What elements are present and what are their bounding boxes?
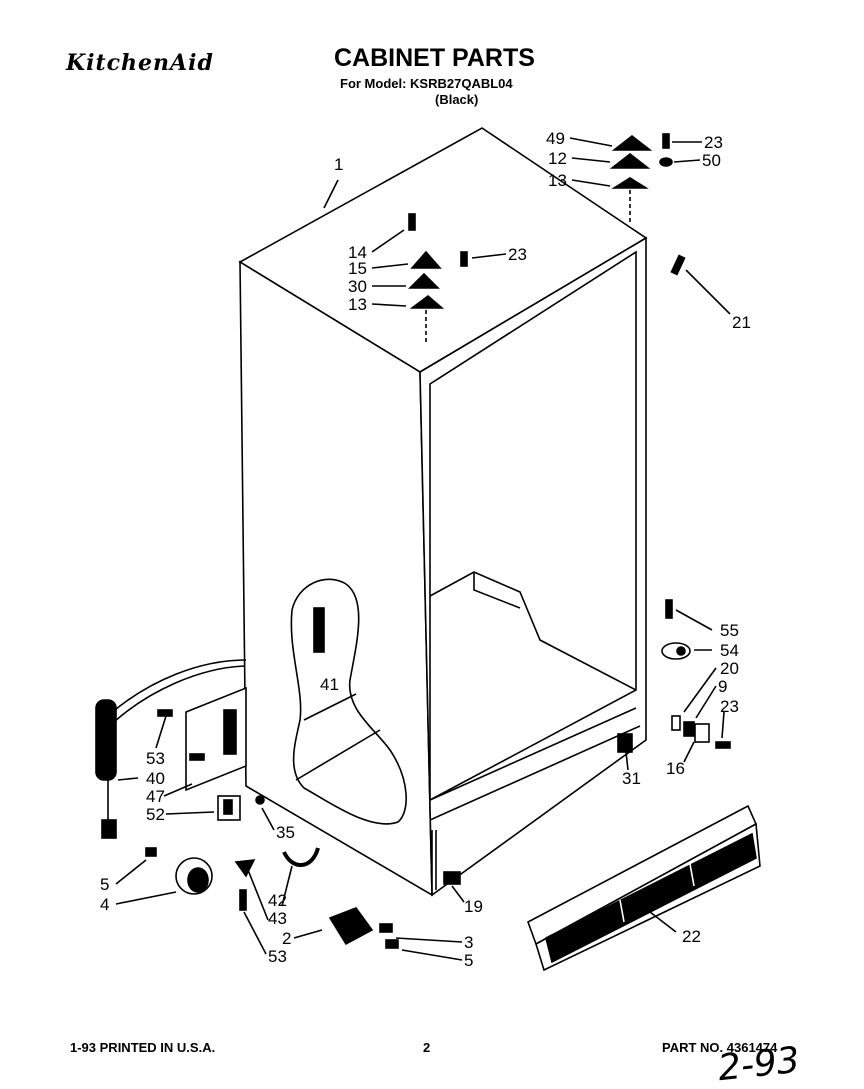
part-number: PART NO. 4361474 <box>662 1040 778 1055</box>
callout-14: 14 <box>348 243 367 262</box>
callout-9: 9 <box>718 677 727 696</box>
callout-12: 12 <box>548 149 567 168</box>
hinge-parts <box>408 133 673 344</box>
page-number: 2 <box>423 1040 431 1055</box>
side-panel-cutaway <box>290 578 407 825</box>
callout-5b: 5 <box>464 951 473 970</box>
printed-note: 1-93 PRINTED IN U.S.A. <box>70 1040 216 1055</box>
callout-42: 42 <box>268 891 287 910</box>
callout-53: 53 <box>146 749 165 768</box>
callout-23: 23 <box>704 133 723 152</box>
callout-20: 20 <box>720 659 739 678</box>
callout-13b: 13 <box>348 295 367 314</box>
callout-49: 49 <box>546 129 565 148</box>
handwritten-note: 2-93 <box>716 1039 802 1089</box>
callout-31: 31 <box>622 769 641 788</box>
right-side-parts <box>443 254 731 885</box>
color-line: (Black) <box>435 92 479 107</box>
callout-22: 22 <box>682 927 701 946</box>
callout-3: 3 <box>464 933 473 952</box>
cabinet-body <box>238 127 648 897</box>
callout-16: 16 <box>666 759 685 778</box>
left-side-parts <box>95 659 399 949</box>
callout-19: 19 <box>464 897 483 916</box>
callout-1: 1 <box>334 155 343 174</box>
leader-lines <box>115 137 731 961</box>
brand-logo: KitchenAid <box>66 50 214 76</box>
callout-4: 4 <box>100 895 109 914</box>
callout-52: 52 <box>146 805 165 824</box>
callout-47: 47 <box>146 787 165 806</box>
callout-40: 40 <box>146 769 165 788</box>
callout-30: 30 <box>348 277 367 296</box>
model-line: For Model: KSRB27QABL04 <box>340 76 513 91</box>
callout-53b: 53 <box>268 947 287 966</box>
callout-2: 2 <box>282 929 291 948</box>
callout-54: 54 <box>720 641 739 660</box>
page-title: CABINET PARTS <box>334 44 535 72</box>
callout-43: 43 <box>268 909 287 928</box>
callout-23b: 23 <box>508 245 527 264</box>
grille-part <box>527 804 761 972</box>
callout-55: 55 <box>720 621 739 640</box>
callout-15: 15 <box>348 259 367 278</box>
callout-13: 13 <box>548 171 567 190</box>
callout-23c: 23 <box>720 697 739 716</box>
callout-35: 35 <box>276 823 295 842</box>
callout-50: 50 <box>702 151 721 170</box>
callout-21: 21 <box>732 313 751 332</box>
callout-41: 41 <box>320 675 339 694</box>
callout-labels: 1 49 23 12 50 13 14 23 15 30 13 21 41 55… <box>100 129 751 970</box>
callout-5: 5 <box>100 875 109 894</box>
